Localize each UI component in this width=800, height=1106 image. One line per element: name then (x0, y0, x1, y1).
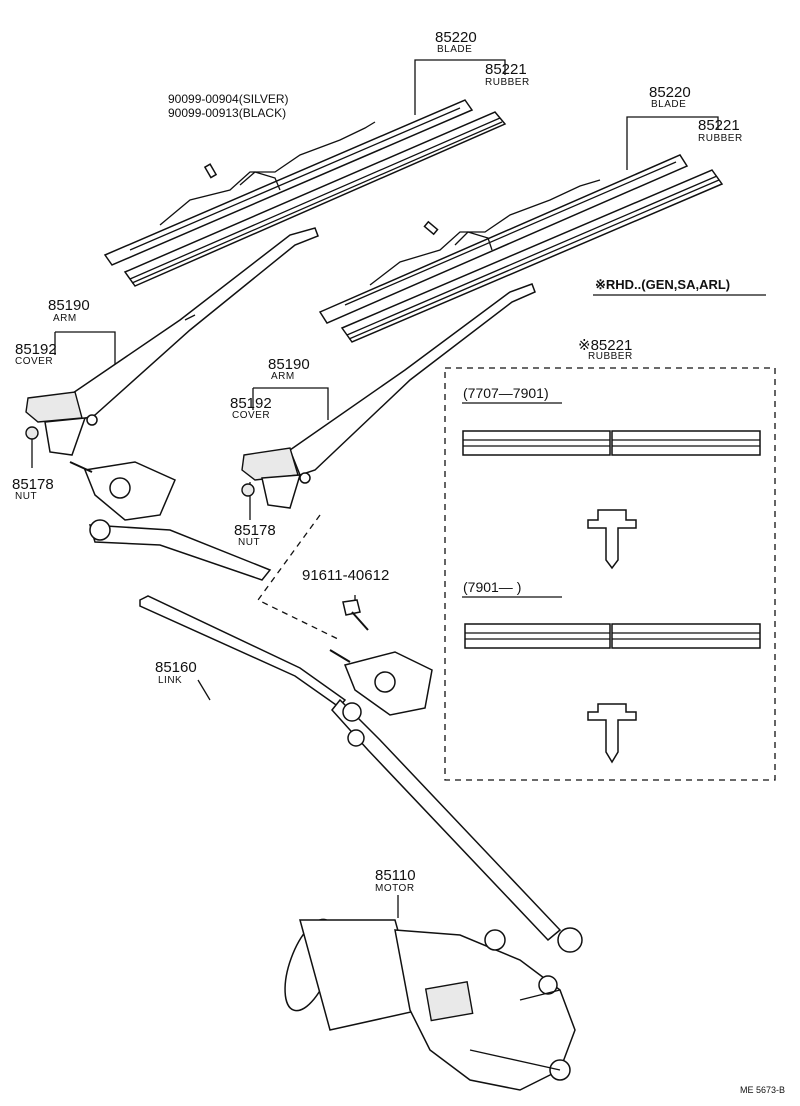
screw-upper-left (203, 163, 218, 179)
rubber-box-number: ※85221 (578, 337, 633, 354)
blade-right-number: 85220 (649, 84, 691, 101)
screw-right (423, 220, 439, 236)
blade-upper-number: 85220 (435, 29, 477, 46)
leader-lines (31, 59, 719, 918)
screw-silver-number: 90099-00904(SILVER) (168, 92, 289, 106)
rubber-strip-early (462, 430, 761, 456)
nut-left-name: NUT (15, 491, 38, 502)
rubber-upper-number: 85221 (485, 61, 527, 78)
nut-left (25, 426, 39, 440)
right-rubber (340, 169, 724, 343)
right-blade (318, 154, 689, 324)
motor-name: MOTOR (375, 883, 415, 894)
left-pivot (69, 461, 272, 581)
nut-right (241, 483, 255, 497)
arm-left-number: 85190 (48, 297, 90, 314)
link-name: LINK (158, 675, 183, 686)
link-rod (139, 595, 562, 942)
rubber-strip-late (464, 623, 761, 649)
rubber-variants-box (444, 367, 776, 781)
blade-right-name: BLADE (651, 99, 687, 110)
right-pivot (329, 649, 433, 747)
blade-upper-name: BLADE (437, 44, 473, 55)
range-early: (7707—7901) (463, 385, 549, 401)
bolt (342, 599, 369, 631)
rubber-right-number: 85221 (698, 117, 740, 134)
arm-right-number: 85190 (268, 356, 310, 373)
rubber-upper-name: RUBBER (485, 77, 530, 88)
nut-left-number: 85178 (12, 476, 54, 493)
cover-left-name: COVER (15, 356, 54, 367)
rhd-note: ※RHD..(GEN,SA,ARL) (595, 277, 731, 292)
cover-right-number: 85192 (230, 395, 272, 412)
nut-right-name: NUT (238, 537, 261, 548)
range-late: (7901— ) (463, 579, 522, 595)
cover-left-number: 85192 (15, 341, 57, 358)
cover-right-name: COVER (232, 410, 271, 421)
upper-left-blade (103, 99, 474, 266)
wiper-motor (284, 918, 583, 1091)
link-number: 85160 (155, 659, 197, 676)
screw-black-number: 90099-00913(BLACK) (168, 106, 287, 120)
nut-right-number: 85178 (234, 522, 276, 539)
rubber-right-name: RUBBER (698, 133, 743, 144)
rubber-clip-late (587, 703, 637, 764)
arm-left-name: ARM (53, 313, 77, 324)
bolt-number: 91611-40612 (302, 567, 390, 584)
arm-right-name: ARM (271, 371, 295, 382)
drawing-code: ME 5673-B (740, 1085, 786, 1095)
rubber-clip-early (587, 509, 637, 570)
left-wiper-arm (25, 227, 319, 456)
motor-number: 85110 (375, 867, 416, 884)
rubber-box-name: RUBBER (588, 351, 633, 362)
right-wiper-arm (241, 283, 536, 509)
dashed-assembly-line (257, 514, 341, 641)
upper-left-rubber (123, 111, 507, 287)
